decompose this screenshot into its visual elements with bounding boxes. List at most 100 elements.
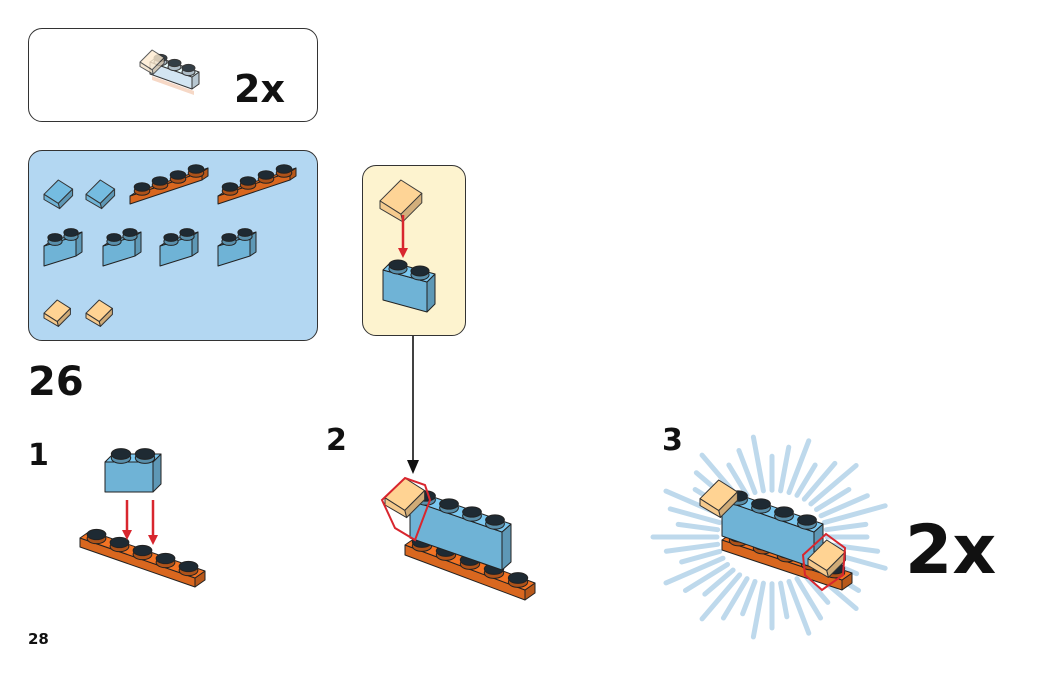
stud-top bbox=[178, 560, 199, 573]
slope-front bbox=[139, 61, 154, 75]
burst-ray bbox=[813, 487, 852, 513]
stud-top bbox=[507, 572, 529, 584]
assembly-multiplier: 2x bbox=[905, 511, 997, 590]
part-inverted-slope-blue bbox=[43, 228, 83, 267]
stud-top bbox=[187, 164, 205, 174]
stud-top bbox=[63, 228, 79, 237]
burst-ray bbox=[801, 572, 831, 605]
stud-top bbox=[109, 536, 130, 549]
stud-top bbox=[169, 170, 187, 180]
stud-top bbox=[179, 228, 195, 237]
burst-ray bbox=[821, 503, 888, 526]
stud-top bbox=[133, 182, 151, 192]
stud-top bbox=[151, 176, 169, 186]
step3-highlight-burst bbox=[650, 434, 888, 640]
burst-ray bbox=[750, 434, 766, 494]
stud-top bbox=[163, 233, 179, 242]
stud-top bbox=[797, 514, 817, 526]
burst-ray bbox=[823, 521, 869, 533]
arrow-head bbox=[122, 530, 132, 540]
step1-red-arrow bbox=[122, 500, 132, 540]
stud-top bbox=[221, 233, 237, 242]
submodel-multiplier: 2x bbox=[234, 67, 285, 111]
stud-top bbox=[134, 448, 156, 460]
callout-red-arrow bbox=[398, 215, 408, 258]
slope-front bbox=[384, 497, 408, 519]
burst-ray bbox=[702, 567, 736, 597]
burst-ray bbox=[736, 448, 758, 496]
step-number-3: 3 bbox=[662, 423, 683, 458]
slope-front bbox=[807, 558, 829, 578]
stud-top bbox=[462, 506, 482, 518]
stud-top bbox=[275, 164, 293, 174]
step-number-1: 1 bbox=[28, 438, 49, 473]
arrow-head bbox=[148, 535, 158, 545]
part-brick-1x2-blue bbox=[159, 228, 199, 267]
stud-top bbox=[181, 63, 196, 73]
callout-connector-arrowhead bbox=[407, 460, 419, 474]
burst-ray bbox=[778, 580, 790, 620]
step2-bricks bbox=[409, 490, 512, 571]
burst-ray bbox=[808, 462, 859, 507]
part-plate-1x4-orange bbox=[217, 164, 297, 205]
arrow-head bbox=[398, 248, 408, 258]
burst-ray bbox=[801, 460, 838, 502]
burst-ray bbox=[750, 580, 766, 640]
stud-top bbox=[132, 544, 153, 557]
stud-top bbox=[221, 182, 239, 192]
stud-top bbox=[167, 58, 182, 68]
slope-front bbox=[43, 193, 61, 210]
step-number-2: 2 bbox=[326, 423, 347, 458]
step3-bricks bbox=[721, 490, 824, 569]
part-trans-orange-slope bbox=[85, 299, 113, 327]
burst-ray bbox=[667, 506, 723, 526]
burst-ray bbox=[682, 561, 731, 593]
part-inverted-slope-blue bbox=[102, 228, 142, 267]
burst-ray bbox=[794, 576, 824, 621]
burst-ray bbox=[778, 444, 792, 494]
stud-top bbox=[47, 233, 63, 242]
step3-highlight-outline bbox=[801, 532, 847, 592]
part-slope-1x1-blue bbox=[85, 179, 116, 210]
burst-ray bbox=[726, 462, 750, 498]
slope-front bbox=[699, 498, 721, 518]
step3-trans-orange-slope bbox=[699, 479, 738, 518]
part-brick-1x2-blue bbox=[217, 228, 257, 267]
step1-plate-1x4 bbox=[79, 528, 206, 588]
burst-ray bbox=[679, 548, 723, 565]
burst-ray bbox=[818, 493, 870, 519]
burst-ray bbox=[699, 572, 743, 622]
step1-red-arrow bbox=[148, 500, 158, 545]
burst-ray bbox=[663, 541, 721, 554]
stud-top bbox=[774, 506, 794, 518]
burst-ray bbox=[663, 555, 726, 586]
stud-top bbox=[751, 498, 771, 510]
page-number: 28 bbox=[28, 630, 49, 648]
brick-front-face bbox=[104, 461, 154, 493]
stud-top bbox=[110, 448, 132, 460]
stud-top bbox=[439, 498, 459, 510]
burst-ray bbox=[675, 521, 721, 533]
submodel-preview-plate bbox=[152, 76, 194, 95]
part-slope-1x1-blue bbox=[43, 179, 74, 210]
callout-trans-orange-slope bbox=[379, 179, 423, 223]
stud-top bbox=[239, 176, 257, 186]
part-trans-orange-slope bbox=[43, 299, 71, 327]
slope-front bbox=[43, 312, 59, 327]
stud-top bbox=[86, 528, 107, 541]
submodel-preview-slope bbox=[139, 49, 165, 75]
slope-front bbox=[85, 193, 103, 210]
burst-ray bbox=[786, 438, 812, 496]
stud-top bbox=[122, 228, 138, 237]
stud-top bbox=[485, 514, 505, 526]
stud-top bbox=[155, 552, 176, 565]
step2-highlight-outline bbox=[380, 476, 432, 542]
burst-ray bbox=[720, 576, 750, 621]
stud-top bbox=[237, 228, 253, 237]
stud-top bbox=[410, 265, 430, 277]
stud-top bbox=[388, 259, 408, 271]
callout-inverted-slope-blue bbox=[382, 259, 436, 313]
slope-front bbox=[85, 312, 101, 327]
step1-brick-1x2 bbox=[104, 448, 162, 493]
